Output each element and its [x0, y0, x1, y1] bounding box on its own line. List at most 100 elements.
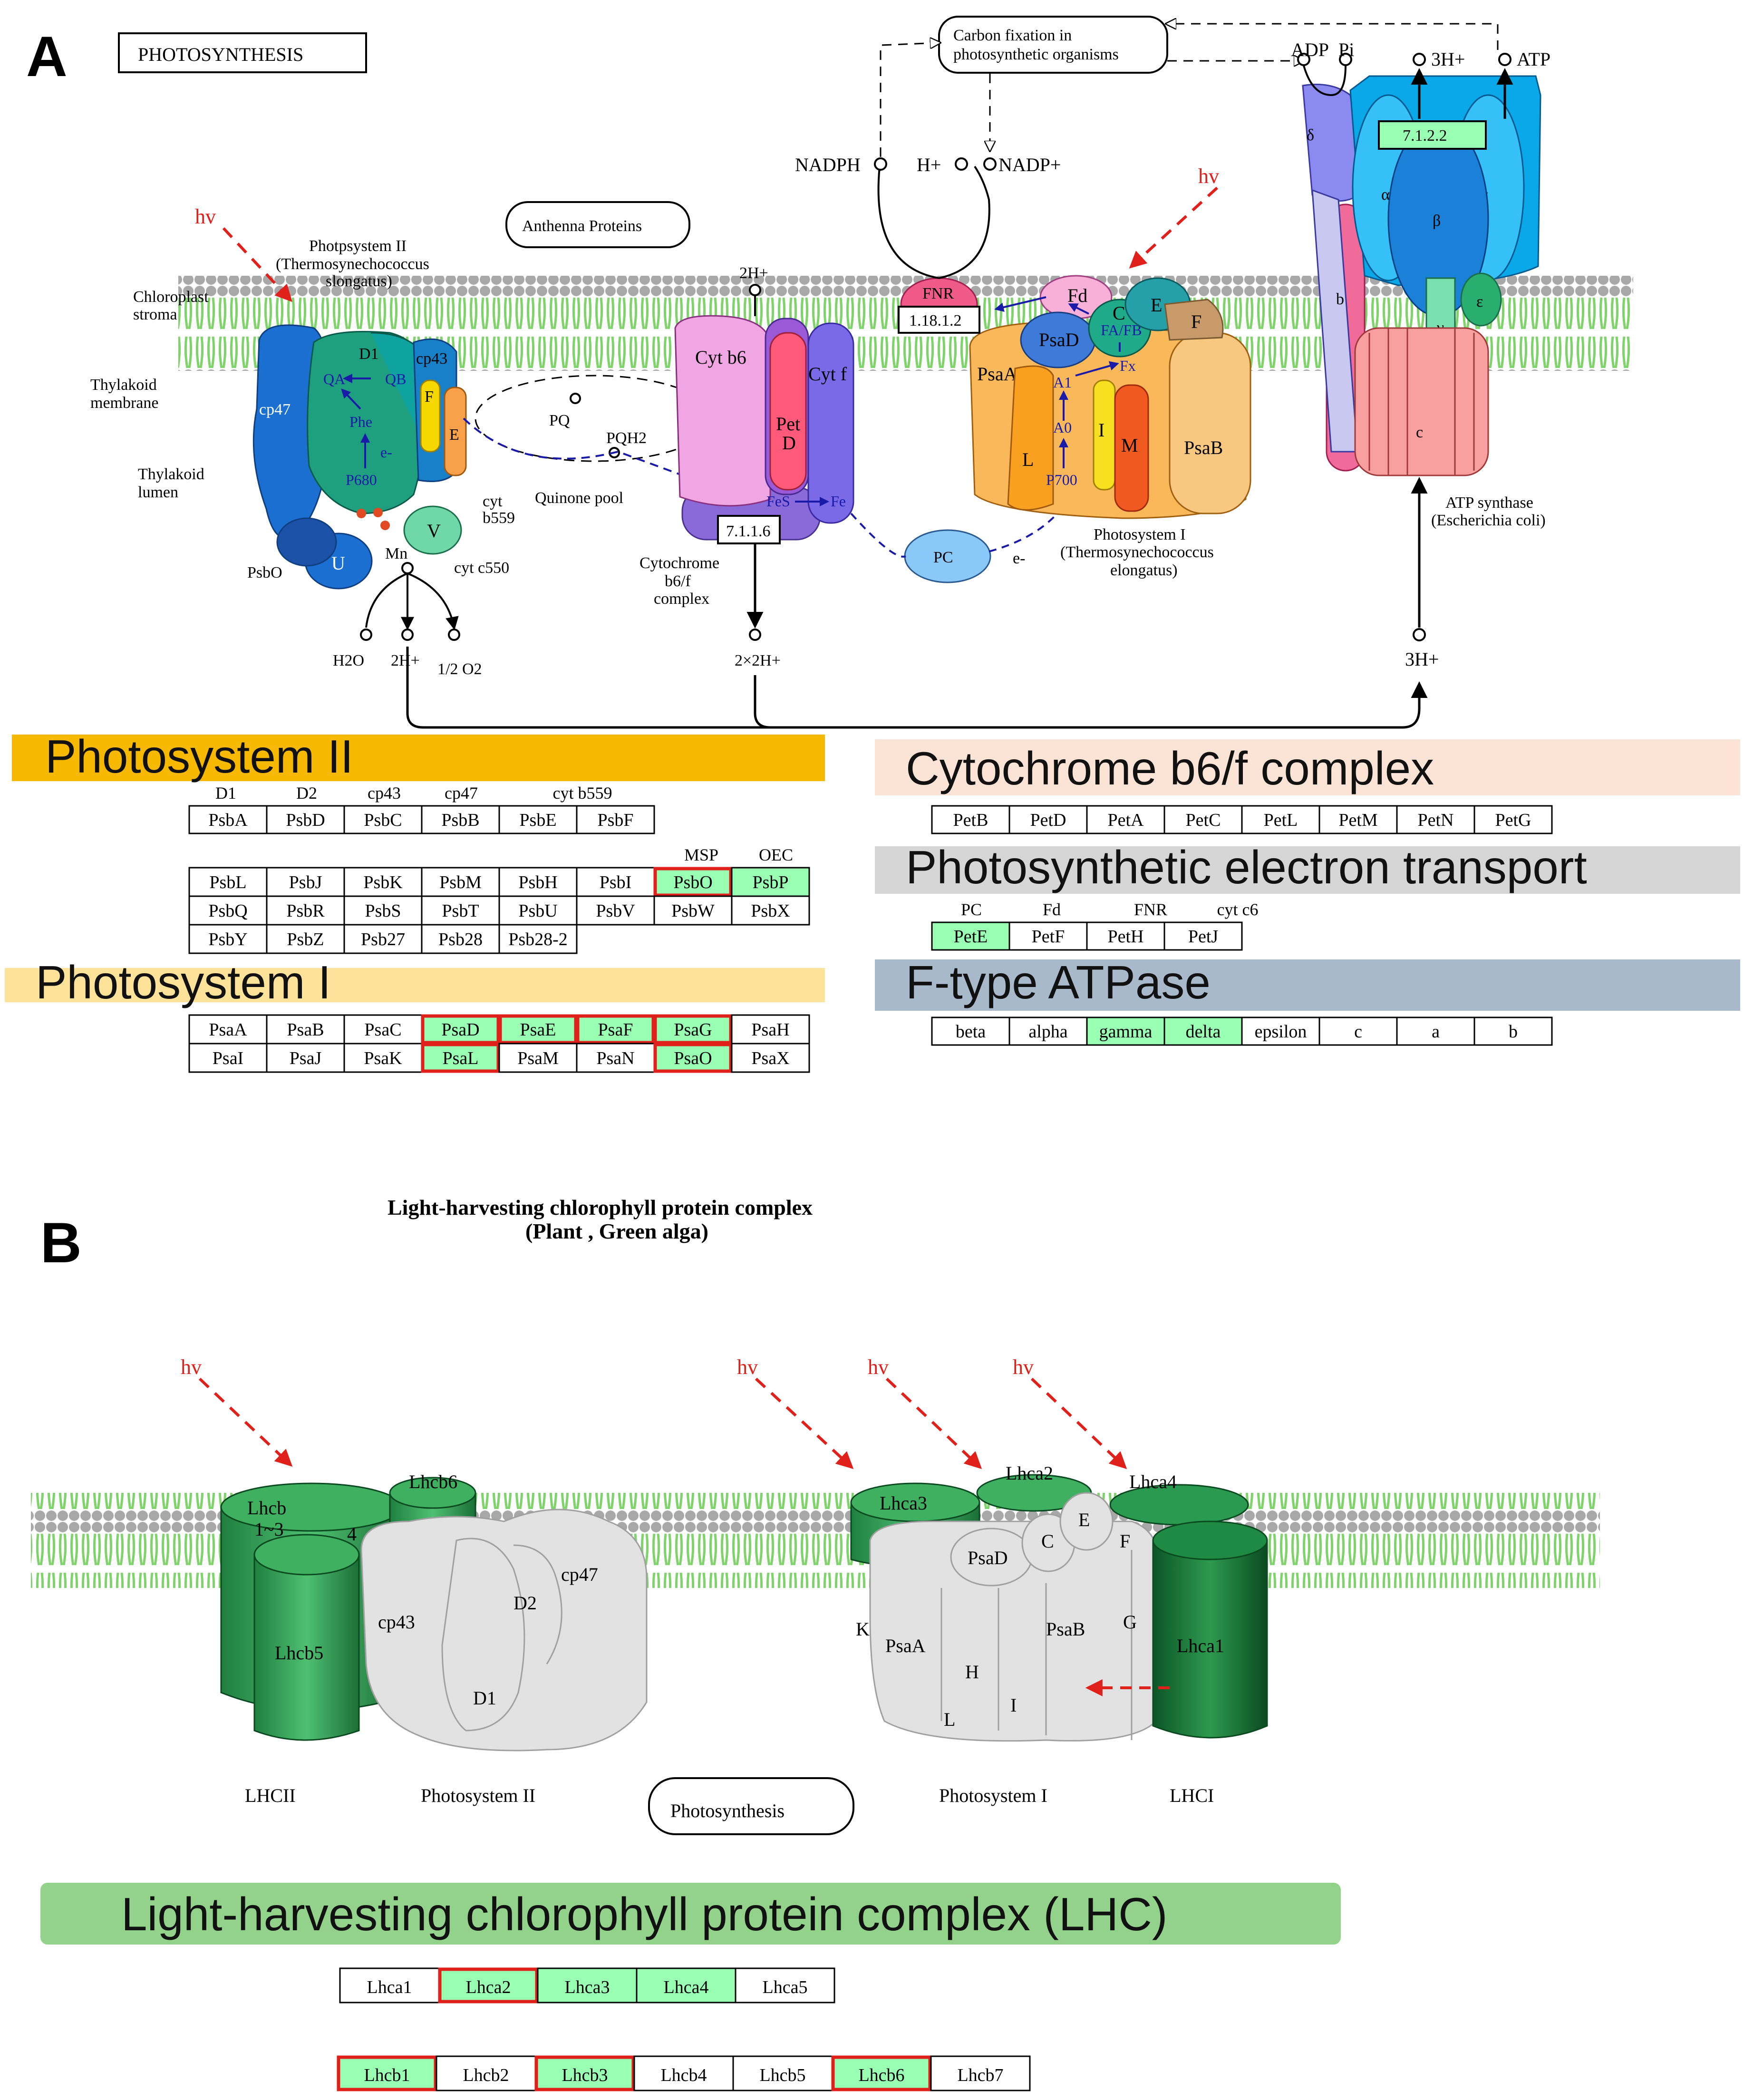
cytb6f-cell-petb[interactable]: PetB	[931, 805, 1010, 834]
lhcb-cell-lhcb7[interactable]: Lhcb7	[930, 2055, 1031, 2091]
ec-7-1-1-6-box[interactable]	[717, 515, 781, 544]
ec-1-18-1-2-box[interactable]	[898, 306, 980, 334]
psii-t2-cell-psbm[interactable]: PsbM	[421, 867, 500, 897]
cytb6f-cell-petg[interactable]: PetG	[1473, 805, 1553, 834]
pet-cell-peth[interactable]: PetH	[1086, 921, 1165, 951]
atpase-gene-label: alpha	[1028, 1022, 1067, 1042]
psi-cell-psah[interactable]: PsaH	[731, 1014, 810, 1045]
nadp-label: NADP+	[998, 154, 1061, 175]
cytb6f-cell-peta[interactable]: PetA	[1086, 805, 1165, 834]
psii-t2-cell-psbu[interactable]: PsbU	[498, 895, 578, 926]
psii-t2-cell-psbv[interactable]: PsbV	[576, 895, 655, 926]
antenna-proteins-link[interactable]	[505, 201, 690, 248]
psii-t2-cell-psb27[interactable]: Psb27	[343, 924, 423, 954]
psii-t2-cell-psbk[interactable]: PsbK	[343, 867, 423, 897]
label-chloroplast-stroma-2: stroma	[133, 306, 177, 323]
atpase-cell-gamma[interactable]: gamma	[1086, 1016, 1165, 1046]
psii-t2-cell-psbo[interactable]: PsbO	[653, 867, 733, 897]
pet-cell-pete[interactable]: PetE	[931, 921, 1010, 951]
psi-cell-psal[interactable]: PsaL	[421, 1043, 500, 1073]
psi-cell-psax[interactable]: PsaX	[731, 1043, 810, 1073]
lhcb-cell-lhcb6[interactable]: Lhcb6	[831, 2055, 932, 2091]
pet-cell-bg	[1086, 921, 1165, 951]
cytb6f-cell-petl[interactable]: PetL	[1241, 805, 1320, 834]
psii-t2-cell-psbl[interactable]: PsbL	[188, 867, 268, 897]
psi-cell-psad[interactable]: PsaD	[421, 1014, 500, 1045]
atpase-cell-epsilon[interactable]: epsilon	[1241, 1016, 1320, 1046]
psii-t2-cell-psbr[interactable]: PsbR	[266, 895, 345, 926]
psii-t2-cell-psbi[interactable]: PsbI	[576, 867, 655, 897]
psi-cell-psan[interactable]: PsaN	[576, 1043, 655, 1073]
lhca-cell-lhca1[interactable]: Lhca1	[339, 1967, 440, 2003]
psii-t2-cell-psbs[interactable]: PsbS	[343, 895, 423, 926]
lhcb-cell-lhcb3[interactable]: Lhcb3	[534, 2055, 635, 2091]
cytb6f-cell-petm[interactable]: PetM	[1318, 805, 1398, 834]
psii-t2-cell-psbz[interactable]: PsbZ	[266, 924, 345, 954]
psii-t1-cell-psbe[interactable]: PsbE	[498, 805, 578, 834]
atpase-cell-beta[interactable]: beta	[931, 1016, 1010, 1046]
psi-cell-psaj[interactable]: PsaJ	[266, 1043, 345, 1073]
cytb6f-cell-petn[interactable]: PetN	[1396, 805, 1475, 834]
psii-t2-cell-psb28[interactable]: Psb28	[421, 924, 500, 954]
psi-cell-psag[interactable]: PsaG	[653, 1014, 733, 1045]
label-thylakoid-lumen-1: Thylakoid	[138, 465, 204, 483]
psi-cell-psaf[interactable]: PsaF	[576, 1014, 655, 1045]
psi-cell-psaa[interactable]: PsaA	[188, 1014, 268, 1045]
cytb6f-cell-petd[interactable]: PetD	[1008, 805, 1088, 834]
lhca-cell-lhca4[interactable]: Lhca4	[636, 1967, 736, 2003]
psii-t2-cell-psbx[interactable]: PsbX	[731, 895, 810, 926]
nadph-label: NADPH	[795, 154, 861, 175]
lhcb-cell-lhcb1[interactable]: Lhcb1	[337, 2055, 437, 2091]
pet-cell-petj[interactable]: PetJ	[1163, 921, 1243, 951]
node-pi	[1339, 53, 1352, 66]
lhca-cell-lhca5[interactable]: Lhca5	[735, 1967, 835, 2003]
photosynthesis-link[interactable]	[648, 1777, 854, 1835]
psi-cell-psak[interactable]: PsaK	[343, 1043, 423, 1073]
psii-t1-column-header: cyt b559	[553, 784, 612, 803]
psii-t2-cell-psbq[interactable]: PsbQ	[188, 895, 268, 926]
psii-t2-cell-psby[interactable]: PsbY	[188, 924, 268, 954]
pet-cell-petf[interactable]: PetF	[1008, 921, 1088, 951]
atpase-cell-a[interactable]: a	[1396, 1016, 1475, 1046]
atpase-cell-c[interactable]: c	[1318, 1016, 1398, 1046]
psi-cell-psao[interactable]: PsaO	[653, 1043, 733, 1073]
ec-7-1-2-2-box[interactable]	[1378, 120, 1487, 150]
psi-cell-psai[interactable]: PsaI	[188, 1043, 268, 1073]
lhcb-cell-lhcb2[interactable]: Lhcb2	[436, 2055, 536, 2091]
psi-cell-bg	[731, 1014, 810, 1045]
atpase-cell-bg	[1163, 1016, 1243, 1046]
psii-t2-cell-psbw[interactable]: PsbW	[653, 895, 733, 926]
lhcb-cell-lhcb5[interactable]: Lhcb5	[732, 2055, 833, 2091]
carbon-fixation-link[interactable]	[938, 16, 1168, 74]
psi-cell-psae[interactable]: PsaE	[498, 1014, 578, 1045]
o2-label: 1/2 O2	[437, 660, 482, 678]
node-2h	[401, 629, 414, 641]
atpase-cell-b[interactable]: b	[1473, 1016, 1553, 1046]
psi-i-label-b: I	[1010, 1694, 1017, 1716]
psi-cell-psab[interactable]: PsaB	[266, 1014, 345, 1045]
psii-t1-cell-psbd[interactable]: PsbD	[266, 805, 345, 834]
psii-t1-cell-psbb[interactable]: PsbB	[421, 805, 500, 834]
psi-cell-psam[interactable]: PsaM	[498, 1043, 578, 1073]
psi-cell-psac[interactable]: PsaC	[343, 1014, 423, 1045]
psii-t2-cell-psb28-2[interactable]: Psb28-2	[498, 924, 578, 954]
atp-label: ATP	[1517, 48, 1550, 70]
lhcb-cell-lhcb4[interactable]: Lhcb4	[633, 2055, 734, 2091]
cytb6f-cell-bg	[1086, 805, 1165, 834]
psii-gray-body	[360, 1509, 648, 1752]
psii-t1-cell-psbf[interactable]: PsbF	[576, 805, 655, 834]
psii-t1-cell-psbc[interactable]: PsbC	[343, 805, 423, 834]
psii-label-b: Photosystem II	[421, 1785, 535, 1806]
psii-t2-cell-psbj[interactable]: PsbJ	[266, 867, 345, 897]
psii-t2-cell-psbt[interactable]: PsbT	[421, 895, 500, 926]
lhca-cell-lhca2[interactable]: Lhca2	[438, 1967, 539, 2003]
psii-t1-cell-psba[interactable]: PsbA	[188, 805, 268, 834]
psii-t2-cell-psbh[interactable]: PsbH	[498, 867, 578, 897]
atpase-cell-delta[interactable]: delta	[1163, 1016, 1243, 1046]
psii-t2-cell-psbp[interactable]: PsbP	[731, 867, 810, 897]
lhca-cell-lhca3[interactable]: Lhca3	[537, 1967, 638, 2003]
atpase-cell-alpha[interactable]: alpha	[1008, 1016, 1088, 1046]
lhca3-label: Lhca3	[880, 1492, 927, 1514]
cytb6f-cell-petc[interactable]: PetC	[1163, 805, 1243, 834]
pet-cell-bg	[1163, 921, 1243, 951]
